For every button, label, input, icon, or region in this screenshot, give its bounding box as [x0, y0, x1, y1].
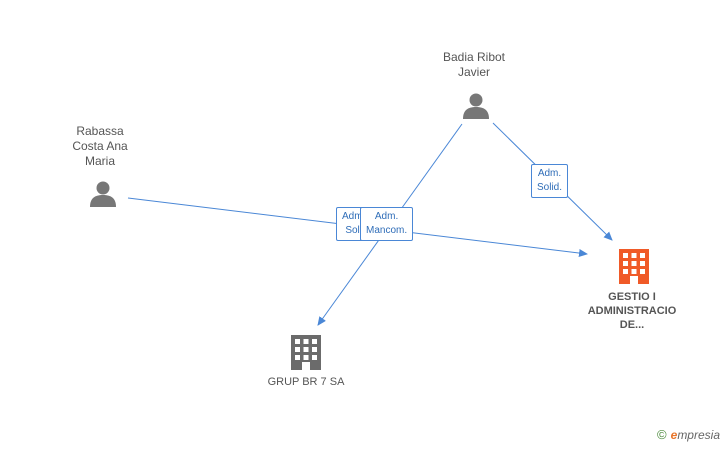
edge-label-line: Adm.	[374, 211, 399, 222]
label-line: GRUP BR 7 SA	[267, 376, 345, 388]
edge-label-line: Adm.	[342, 211, 366, 222]
edge-label-line: Mancom.	[366, 225, 408, 236]
label-line: ADMINISTRACIO	[587, 305, 677, 317]
person-icon[interactable]	[463, 93, 489, 120]
building-icon[interactable]	[291, 335, 321, 370]
brand-name: mpresia	[677, 428, 720, 442]
node-label-grup[interactable]: GRUP BR 7 SA	[246, 375, 366, 390]
person-icon[interactable]	[90, 181, 116, 208]
label-line: DE...	[619, 319, 645, 331]
node-label-gestio[interactable]: GESTIO I ADMINISTRACIO DE...	[577, 290, 687, 332]
node-label-rabassa[interactable]: Rabassa Costa Ana Maria	[45, 124, 155, 169]
edge-label-adm-solid[interactable]: Adm. Solid.	[531, 164, 569, 198]
label-line: Costa Ana	[72, 139, 128, 153]
edge-label-adm-mancom[interactable]: Adm. Mancom.	[360, 207, 414, 241]
building-icon[interactable]	[619, 249, 649, 284]
brand-watermark: ©empresia	[657, 427, 720, 442]
edge-label-line: Adm.	[537, 168, 562, 179]
brand-initial: e	[670, 428, 678, 442]
label-line: Maria	[84, 154, 115, 168]
edge-label-line: Solid.	[537, 182, 563, 193]
label-line: Badia Ribot	[442, 50, 506, 64]
node-label-badia[interactable]: Badia Ribot Javier	[419, 50, 529, 80]
label-line: GESTIO I	[608, 291, 656, 303]
copyright-icon: ©	[657, 427, 667, 442]
edge-label-line: Soli	[345, 225, 363, 236]
label-line: Javier	[457, 65, 490, 79]
label-line: Rabassa	[76, 124, 124, 138]
